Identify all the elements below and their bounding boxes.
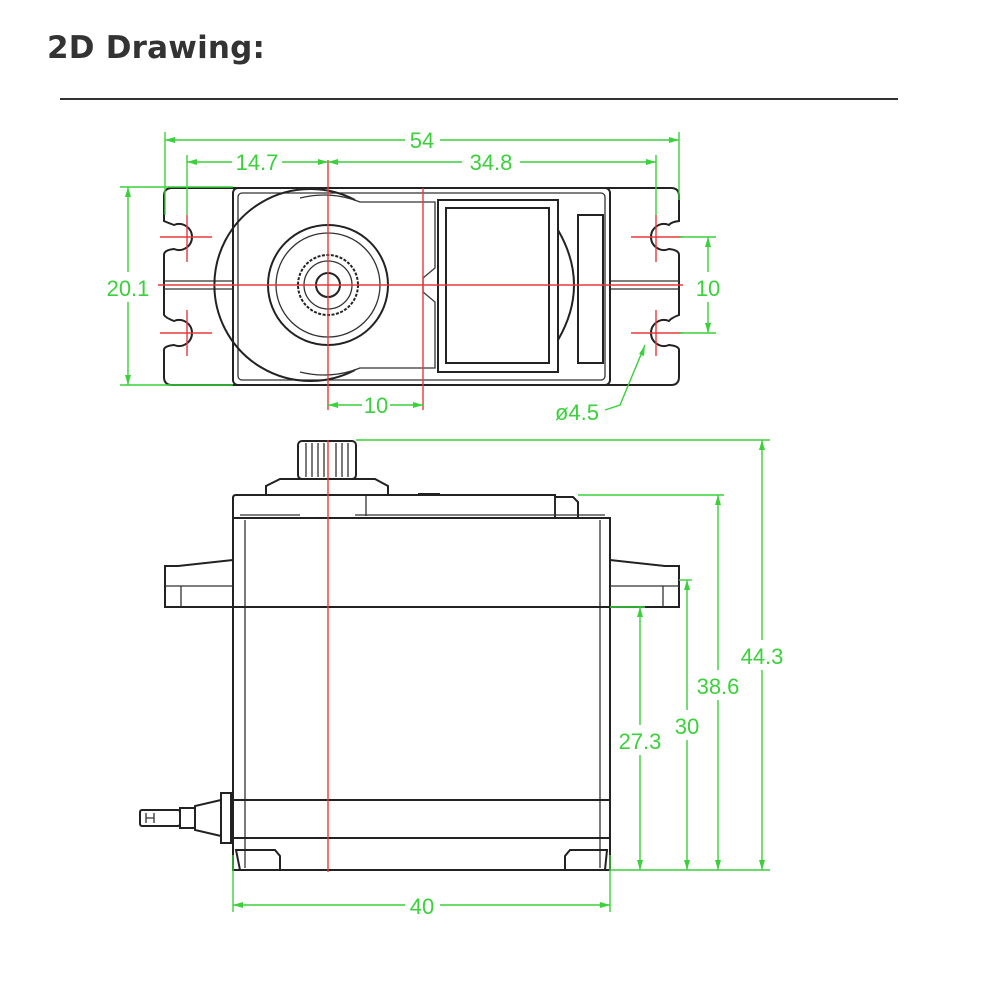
svg-text:44.3: 44.3 [741,644,784,669]
dimension-hole-diameter: ø4.5 [555,344,646,425]
mounting-hole-crosses [160,215,683,356]
dimension-44-3: 44.3 [356,439,784,871]
left-foot [234,849,281,871]
svg-text:54: 54 [410,128,434,153]
page-title: 2D Drawing: [47,30,266,66]
top-view: 54 14.7 34.8 20.1 10 1 [107,128,721,425]
dimension-10-shaft-offset: 10 [328,393,423,418]
svg-text:20.1: 20.1 [107,276,150,301]
cable-connector [139,792,232,844]
left-flange [164,559,234,608]
side-view: 44.3 38.6 30 27.3 40 [139,439,784,919]
svg-text:10: 10 [696,276,720,301]
svg-text:ø4.5: ø4.5 [555,400,599,425]
gear-collar [265,478,389,496]
svg-text:34.8: 34.8 [470,150,513,175]
dimension-34-8: 34.8 [328,150,657,215]
svg-text:14.7: 14.7 [236,150,279,175]
dimension-27-3: 27.3 [610,606,662,870]
dimension-30: 30 [675,579,699,870]
dimension-14-7: 14.7 [186,150,328,215]
mounting-flange-outline [163,187,680,386]
svg-text:30: 30 [675,714,699,739]
right-foot [564,849,609,871]
case-outline [232,187,611,386]
dimension-20-1: 20.1 [107,186,233,386]
svg-text:40: 40 [410,894,434,919]
dimension-38-6: 38.6 [578,494,740,870]
svg-text:27.3: 27.3 [619,729,662,754]
dimension-40: 40 [232,855,611,919]
svg-text:10: 10 [364,393,388,418]
output-spline [297,440,357,480]
dimension-54: 54 [164,128,680,215]
dimension-10-hole-spacing: 10 [680,236,720,334]
case-outline-side [232,517,611,871]
divider [60,98,898,100]
svg-text:38.6: 38.6 [697,674,740,699]
right-flange [609,559,680,608]
